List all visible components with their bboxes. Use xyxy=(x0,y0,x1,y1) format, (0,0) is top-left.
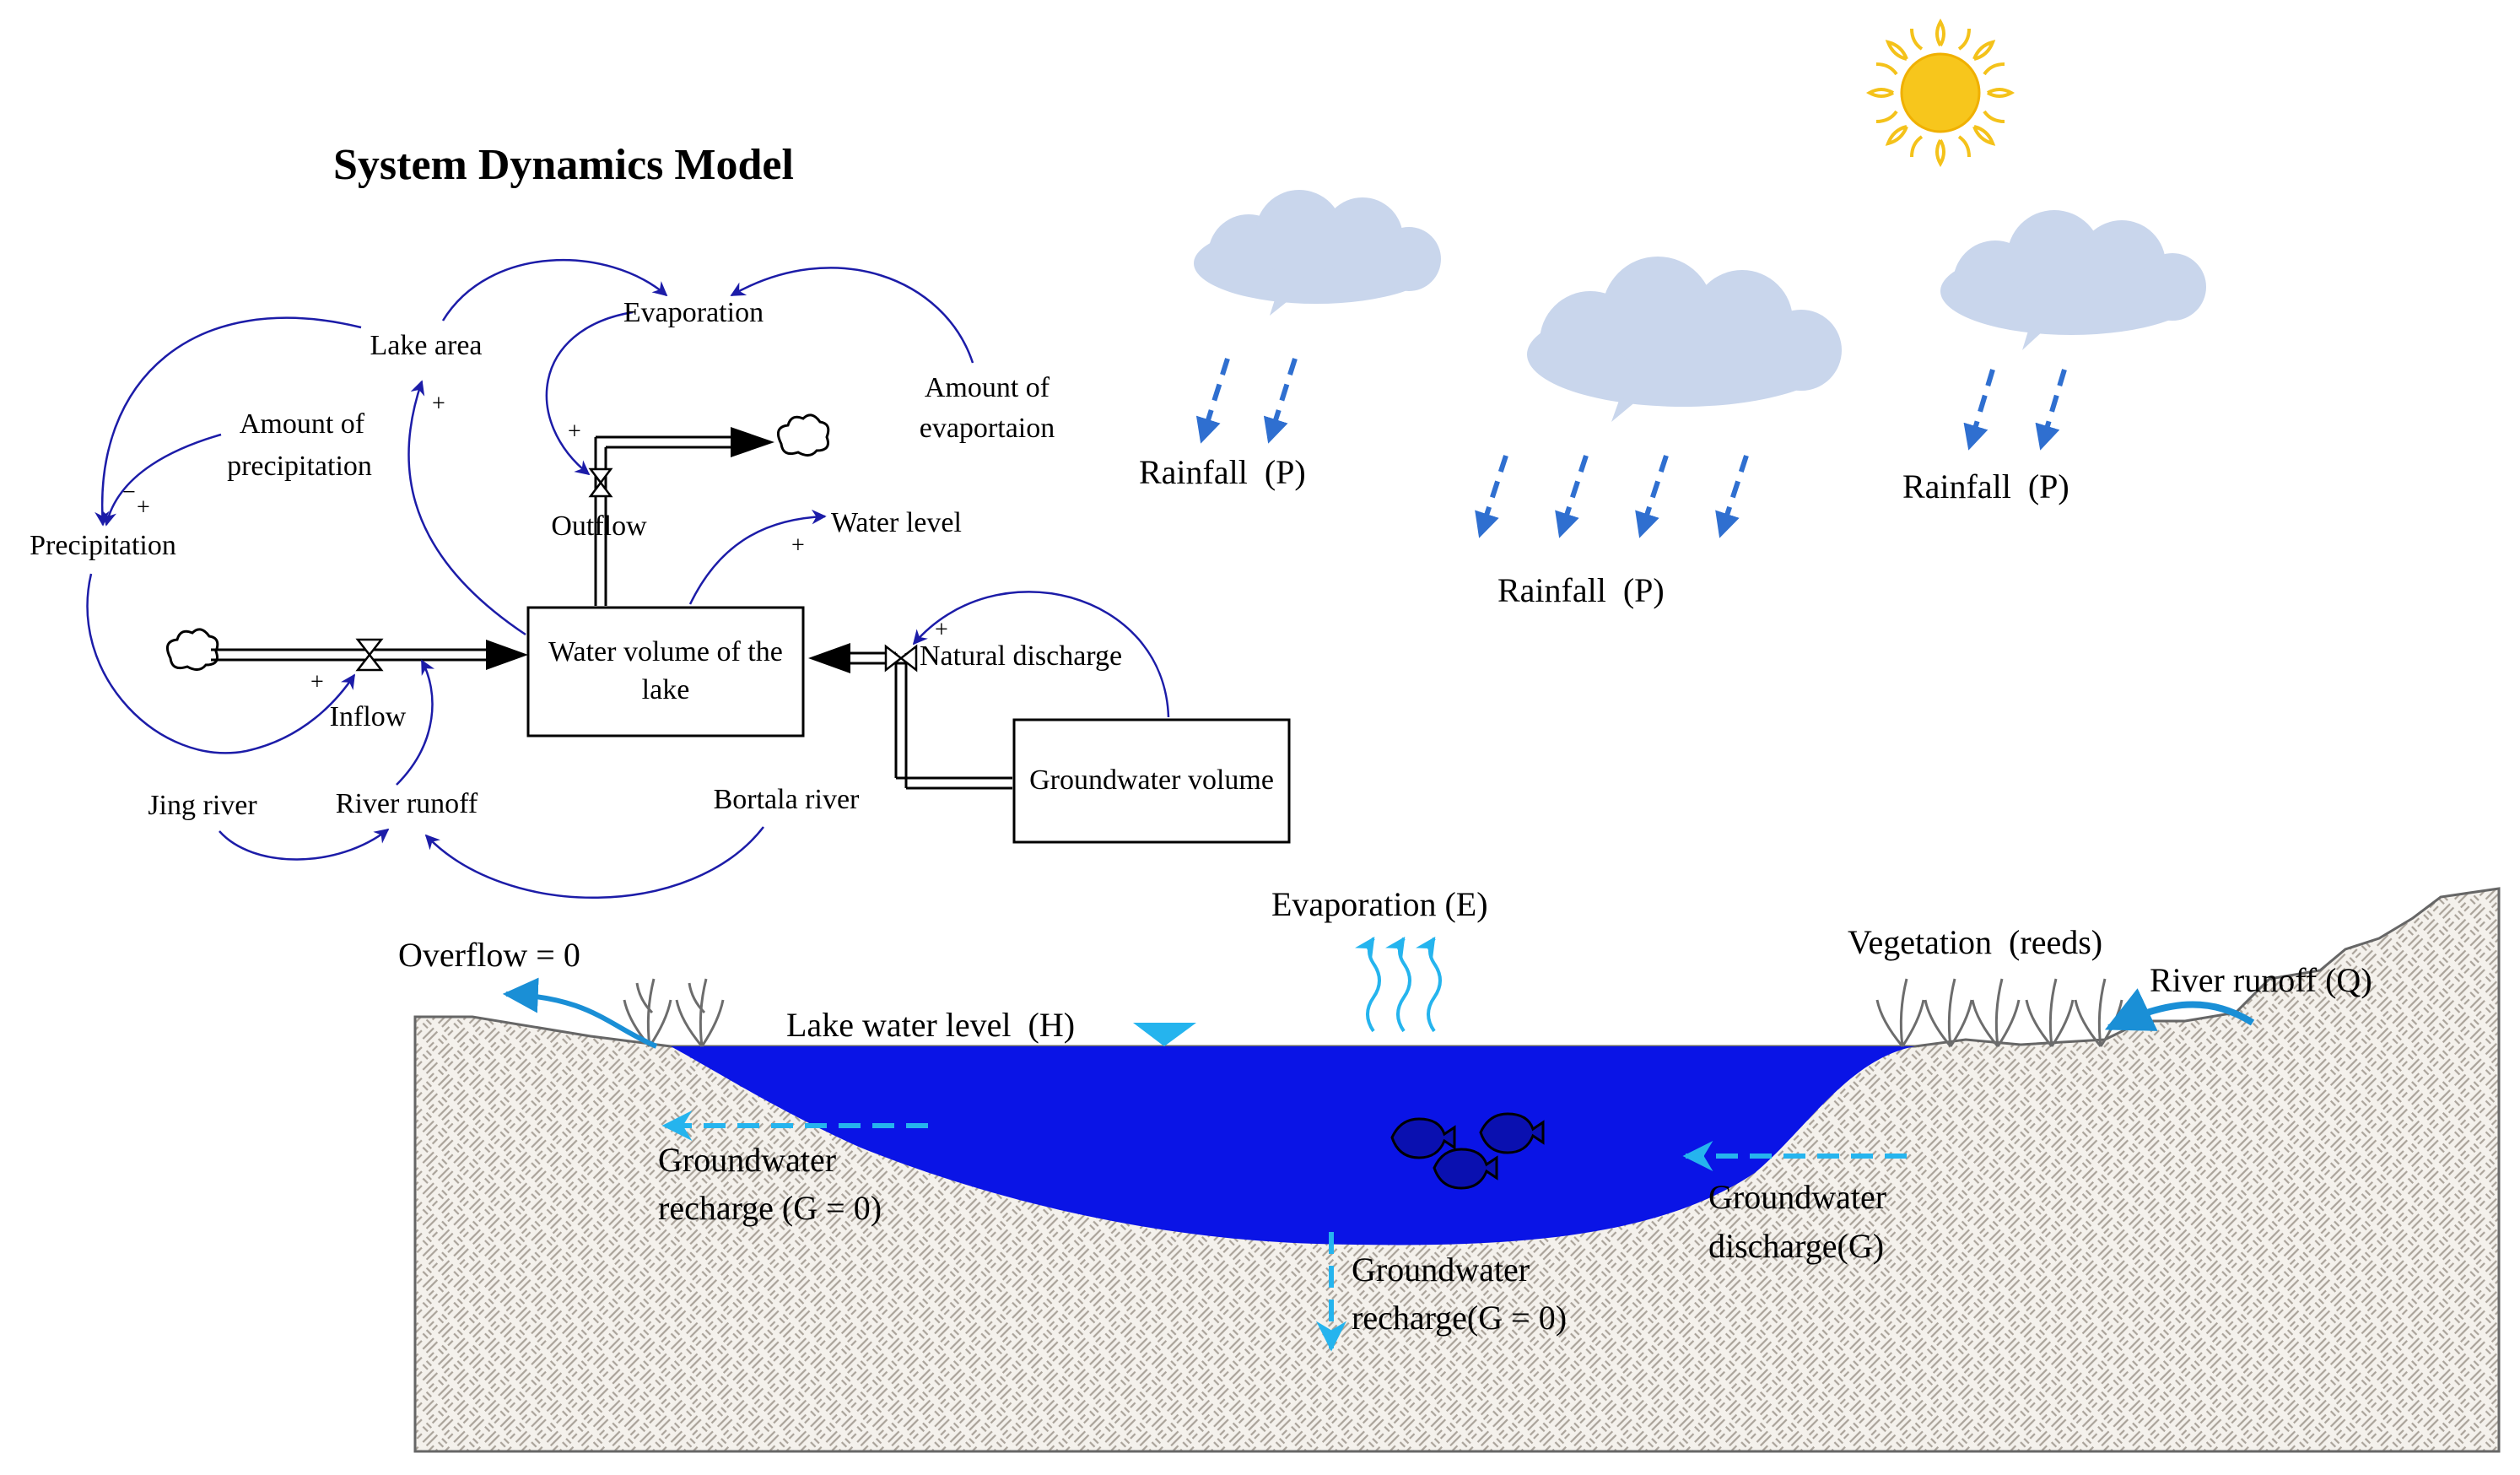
section-gw-discharge: Groundwater xyxy=(1708,1178,1886,1216)
section-lake-level-label: Lake water level (H) xyxy=(786,1006,1075,1044)
section-overflow-label: Overflow = 0 xyxy=(398,936,580,974)
section-gw-recharge-bottom: recharge(G = 0) xyxy=(1352,1299,1567,1337)
rainfall-label: Rainfall (P) xyxy=(1902,467,2069,505)
flow-outflow: Outflow xyxy=(551,511,647,542)
natural-discharge-valve-icon xyxy=(884,644,918,673)
natural-discharge-pipe xyxy=(848,651,1012,790)
evaporation-arrows xyxy=(1355,937,1442,1033)
section-gw-recharge-left: Groundwater xyxy=(658,1141,836,1179)
rainfall-label: Rainfall (P) xyxy=(1497,571,1665,609)
var-evaporation: Evaporation xyxy=(623,297,764,328)
overflow-arrow xyxy=(502,977,658,1049)
section-vegetation-label: Vegetation (reeds) xyxy=(1848,923,2102,961)
flow-natural-discharge: Natural discharge xyxy=(920,640,1122,672)
rain-arrows xyxy=(1195,358,2067,538)
polarity-sign: + xyxy=(137,494,150,521)
cloud-icon xyxy=(1527,257,1842,422)
section-evaporation-label: Evaporation (E) xyxy=(1271,885,1488,923)
causal-links xyxy=(86,259,1170,900)
reeds-icon xyxy=(623,978,725,1047)
outflow-arrowhead xyxy=(731,427,774,457)
var-amount-of-evaporation: Amount of xyxy=(925,372,1050,403)
inflow-pipe xyxy=(211,648,489,662)
section-gw-recharge-left: recharge (G = 0) xyxy=(658,1189,882,1227)
cloud-sink-icon xyxy=(776,413,830,457)
inflow-valve-icon xyxy=(355,638,384,672)
outflow-valve-icon xyxy=(588,467,613,498)
diagram-title: System Dynamics Model xyxy=(333,141,794,189)
stock-water-volume-label: Water volume of the xyxy=(548,636,783,667)
polarity-sign: + xyxy=(432,391,445,417)
river-runoff-arrow xyxy=(2104,988,2255,1031)
var-bortala-river: Bortala river xyxy=(714,784,860,815)
polarity-sign: + xyxy=(791,532,805,559)
section-gw-recharge-bottom: Groundwater xyxy=(1352,1251,1530,1289)
section-river-runoff-label: River runoff (Q) xyxy=(2150,961,2372,999)
stock-groundwater-label: Groundwater volume xyxy=(1029,765,1274,796)
flow-inflow: Inflow xyxy=(330,701,407,732)
var-precipitation: Precipitation xyxy=(30,530,176,561)
cloud-icon xyxy=(1194,190,1441,316)
cloud-source-icon xyxy=(165,628,219,671)
stock-water-volume-box xyxy=(526,606,805,738)
lake-water xyxy=(671,1046,1915,1245)
polarity-sign: + xyxy=(310,669,324,695)
sun-icon xyxy=(1865,18,2015,168)
rainfall-label: Rainfall (P) xyxy=(1139,453,1306,491)
polarity-sign: + xyxy=(935,617,948,643)
var-amount-of-evaporation: evaportaion xyxy=(920,413,1055,444)
cloud-icon xyxy=(1940,210,2206,350)
polarity-sign: − xyxy=(122,479,136,505)
var-river-runoff: River runoff xyxy=(336,788,478,819)
stock-groundwater-box xyxy=(1012,718,1291,844)
var-jing-river: Jing river xyxy=(148,790,257,821)
reeds-icon xyxy=(1875,978,2123,1047)
stock-water-volume-label: lake xyxy=(642,674,690,705)
polarity-sign: + xyxy=(568,419,581,445)
inflow-arrowhead xyxy=(486,640,528,670)
var-amount-of-precipitation: precipitation xyxy=(227,451,372,482)
var-amount-of-precipitation: Amount of xyxy=(240,408,365,440)
var-lake-area: Lake area xyxy=(370,330,482,361)
section-gw-discharge: discharge(G) xyxy=(1708,1227,1884,1265)
var-water-level: Water level xyxy=(831,507,962,538)
groundwater-arrows xyxy=(661,1110,1907,1352)
water-level-marker-icon xyxy=(1133,1023,1196,1046)
natural-discharge-arrowhead xyxy=(808,643,850,673)
fish-icon xyxy=(1390,1112,1545,1190)
